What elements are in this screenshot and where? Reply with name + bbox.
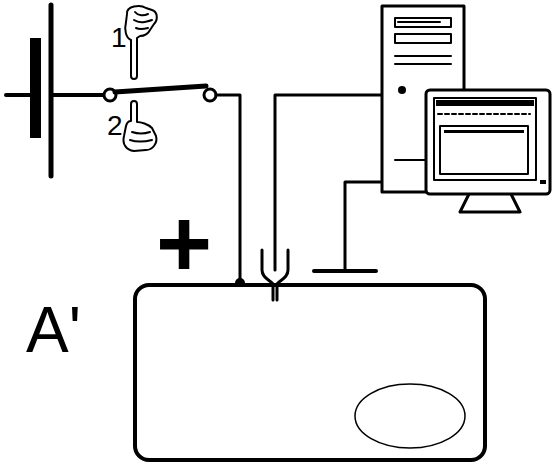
anode-wire bbox=[216, 95, 240, 282]
battery-long-plate bbox=[49, 5, 54, 176]
ground-wire bbox=[345, 182, 440, 271]
battery-wire bbox=[51, 93, 104, 97]
switch-lever bbox=[115, 86, 206, 92]
finger-hand bbox=[125, 6, 157, 79]
switch-terminal bbox=[204, 89, 216, 101]
callout-number: 1 bbox=[111, 24, 127, 52]
computer-monitor bbox=[426, 90, 550, 212]
sample-oval bbox=[355, 384, 465, 448]
polarity-sign: + bbox=[156, 196, 212, 292]
battery-wire bbox=[6, 93, 30, 97]
callout-number: 2 bbox=[107, 112, 123, 140]
tank-outline bbox=[135, 285, 485, 460]
finger-hand bbox=[123, 101, 156, 151]
battery-short-plate bbox=[30, 38, 41, 138]
part-label: A' bbox=[26, 298, 81, 362]
